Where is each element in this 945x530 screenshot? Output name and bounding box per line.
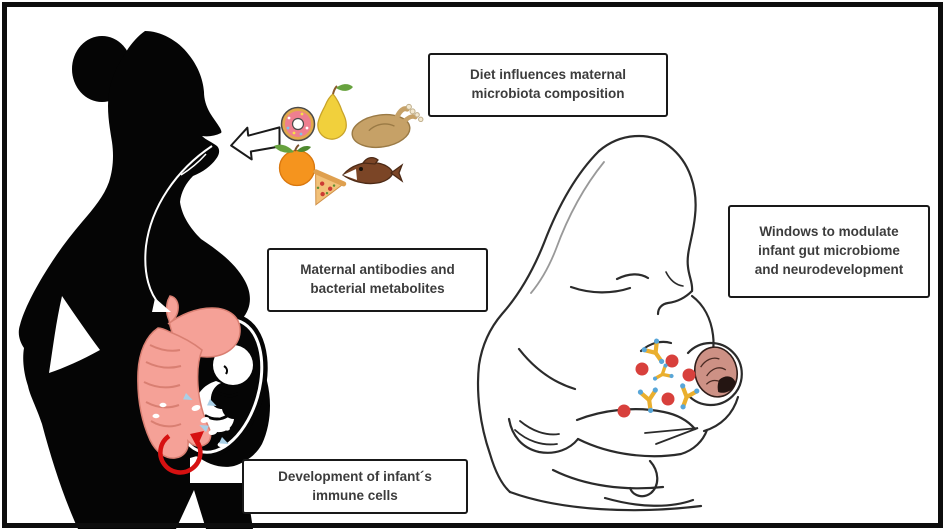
mother-finger-line-1: [514, 429, 558, 446]
metabolite-dot: [617, 404, 631, 418]
food-pear: [317, 84, 353, 140]
mouth-arrow-icon: [230, 126, 281, 161]
mother-cheek-line: [665, 271, 684, 287]
metabolite-dot: [682, 368, 696, 382]
food-pizza-slice: [313, 169, 347, 206]
infant-hand-line: [644, 427, 699, 445]
silhouette-body: [18, 31, 270, 529]
callout-diet-influences: Diet influences maternal microbiota comp…: [428, 53, 668, 117]
mother-arm-under-head: [702, 395, 740, 433]
metabolite-dot: [635, 362, 649, 376]
milk-molecules: [617, 338, 700, 418]
antibody-icon: [680, 383, 700, 410]
food-donut: [280, 106, 316, 142]
esophagus-arrow-icon: [144, 145, 213, 312]
food-orange: [274, 144, 316, 187]
food-fish: [342, 156, 404, 185]
mother-body-hem: [508, 490, 703, 512]
mother-forearm-line: [576, 428, 709, 458]
food-roast-chicken: [351, 103, 424, 149]
antibody-icon: [641, 338, 665, 365]
antibody-icon: [637, 387, 658, 413]
mother-back-outline: [476, 149, 601, 494]
mother-hair-strand: [530, 161, 605, 294]
mother-shoulder-line: [569, 285, 632, 294]
breastfeeding-mother-outline: [476, 134, 743, 512]
pregnant-woman-silhouette: [18, 31, 270, 529]
fetus-ear: [223, 365, 229, 375]
lap-line-2: [603, 496, 695, 507]
fetus-leg-fold: [204, 414, 229, 421]
metabolite-dots: [617, 354, 696, 418]
chin-line: [180, 153, 207, 176]
mother-head-outline: [597, 134, 697, 293]
callout-infant-immune-cells: Development of infant´s immune cells: [242, 459, 468, 514]
metabolite-dot: [665, 354, 679, 368]
arm-gap: [49, 296, 100, 373]
mother-collar-line: [615, 273, 650, 281]
food-cluster: [274, 84, 424, 206]
intestine-coils: [143, 344, 182, 428]
lap-line-1: [551, 468, 665, 490]
mother-jaw-line: [656, 289, 694, 316]
callout-windows-to-modulate: Windows to modulate infant gut microbiom…: [728, 205, 930, 298]
antibody-icons: [637, 338, 700, 413]
mother-finger-line-2: [519, 420, 560, 436]
infant-foot-line: [628, 459, 659, 498]
digestive-tract: [137, 295, 241, 459]
microbe-transfer-arrows: [183, 393, 229, 444]
infant-brain: [694, 346, 738, 398]
metabolite-dot: [661, 392, 675, 406]
mother-breast-line: [517, 347, 577, 391]
red-cycle-arrow-icon: [158, 431, 204, 475]
fetus-arm-fold: [215, 390, 239, 398]
callout-maternal-antibodies: Maternal antibodies and bacterial metabo…: [267, 248, 488, 312]
intestines: [137, 327, 212, 459]
infant-arm-line: [575, 408, 697, 431]
mother-hand-outline: [507, 417, 580, 454]
antibody-icon: [652, 363, 674, 381]
infant-head-outline: [686, 341, 743, 407]
